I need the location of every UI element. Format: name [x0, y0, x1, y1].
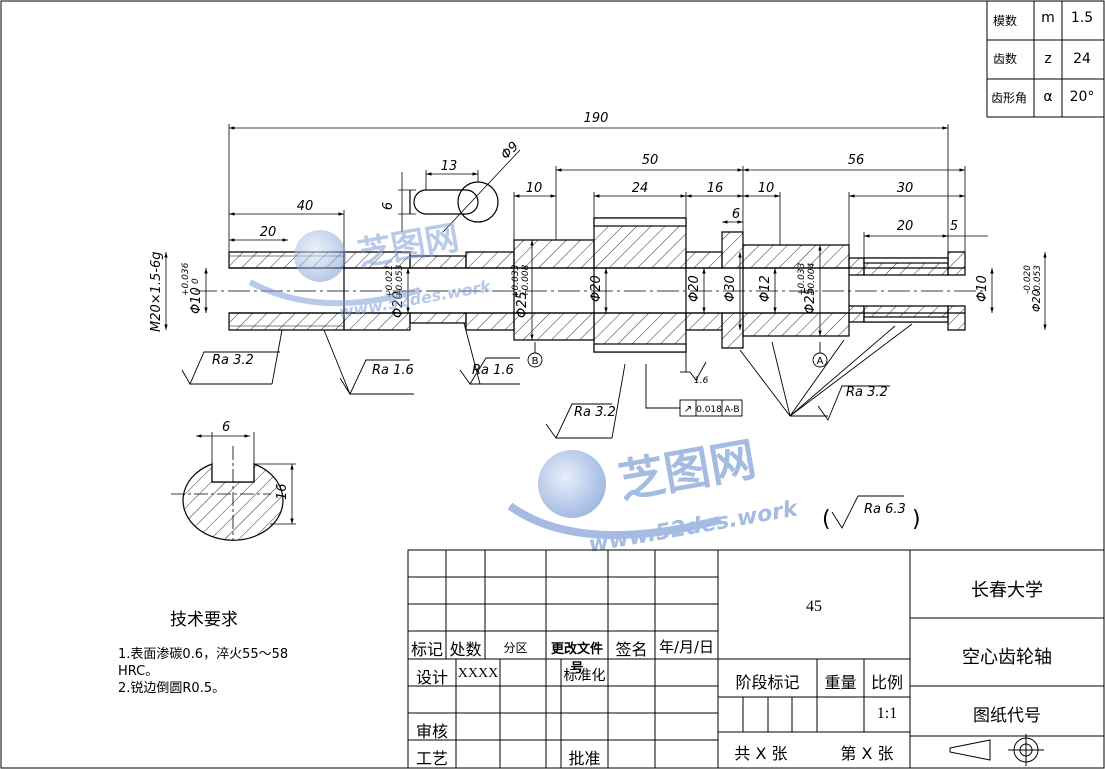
- scale-value: 1:1: [876, 705, 898, 722]
- label-scale: 比例: [870, 673, 903, 692]
- dim-bore10-tol-up: +0.036: [181, 262, 191, 296]
- gear-param-label: 齿形角: [991, 91, 1027, 105]
- sheet-number: 第 X 张: [840, 744, 894, 763]
- tolerance-symbol: ↗: [684, 404, 692, 415]
- drawing-number-label: 图纸代号: [973, 706, 1041, 726]
- roughness-callouts: [181, 322, 913, 529]
- gear-param-symbol: α: [1043, 89, 1052, 105]
- gear-param-value: 20°: [1070, 89, 1095, 105]
- roughness-general: Ra 6.3: [864, 502, 906, 517]
- paren-left: (: [822, 507, 831, 532]
- gear-param-value: 24: [1073, 51, 1091, 67]
- header-change-doc: 更改文件号: [550, 642, 603, 676]
- cross-hole-detail: [398, 181, 499, 223]
- tech-requirements-title: 技术要求: [170, 610, 238, 630]
- material-value: 45: [806, 598, 822, 615]
- gear-param-label: 齿数: [993, 51, 1017, 66]
- title-block-grid: [407, 549, 1105, 769]
- dim-phi25-b-tol-lo: +0.004: [807, 262, 817, 296]
- section-dim-6: 6: [222, 420, 230, 435]
- dim-phi25-b-tol-up: +0.033: [797, 262, 807, 296]
- header-mark: 标记: [410, 640, 443, 659]
- dim-10-b: 10: [758, 181, 775, 196]
- header-count: 处数: [449, 640, 482, 659]
- gear-param-symbol: z: [1044, 51, 1051, 67]
- dim-50: 50: [642, 153, 659, 168]
- dim-phi10-right: Φ10: [975, 275, 990, 302]
- tolerance-datum: A-B: [724, 405, 739, 415]
- keyway-section-view: 6 16: [171, 420, 296, 541]
- roughness-ra-1-6-b: Ra 1.6: [472, 363, 514, 378]
- part-name: 空心齿轮轴: [962, 647, 1052, 668]
- tolerance-value: 0.018: [696, 405, 722, 415]
- tech-requirement-line: HRC。: [118, 664, 159, 679]
- total-sheets: 共 X 张: [734, 744, 788, 763]
- label-stage-mark: 阶段标记: [735, 673, 800, 692]
- header-zone: 分区: [503, 641, 528, 655]
- dim-6-key: 6: [732, 207, 740, 222]
- gear-param-label: 模数: [993, 13, 1017, 28]
- dim-phi25-b: Φ25: [803, 287, 818, 314]
- dim-phi25: Φ25: [515, 291, 530, 318]
- roughness-small-1-6: 1.6: [694, 376, 709, 386]
- dim-phi12: Φ12: [758, 275, 773, 302]
- dim-phi20-b: Φ20: [589, 275, 604, 302]
- watermark-center: 芝图网 www.52des.work: [507, 432, 801, 558]
- dim-24: 24: [632, 181, 649, 196]
- paren-right: ): [912, 507, 921, 532]
- dim-10-a: 10: [526, 181, 543, 196]
- roughness-ra-3-2-a: Ra 3.2: [212, 353, 254, 368]
- gear-parameter-table: [986, 0, 1105, 118]
- dim-thread: M20×1.5-6g: [149, 251, 164, 332]
- university-name: 长春大学: [971, 580, 1043, 601]
- dim-phi20-right: Φ20: [1030, 289, 1043, 312]
- label-check: 审核: [415, 722, 448, 741]
- datum-b-label: B: [532, 356, 539, 367]
- header-sign: 签名: [615, 640, 648, 659]
- dim-total-length: 190: [584, 111, 609, 126]
- dim-phi20-a-tol-lo: +0.053: [395, 264, 405, 298]
- watermark-url: www.52des.work: [587, 496, 801, 558]
- dim-5: 5: [950, 219, 958, 234]
- gear-param-value: 1.5: [1071, 10, 1093, 26]
- roughness-ra-3-2-c: Ra 3.2: [846, 385, 888, 400]
- watermark-brand: 芝图网: [615, 432, 760, 509]
- dim-30: 30: [897, 181, 914, 196]
- watermark-top: 芝图网 www.52des.work: [248, 218, 494, 322]
- dim-phi9: Φ9: [498, 139, 522, 163]
- label-process: 工艺: [415, 749, 448, 768]
- dim-6-vertical: 6: [381, 202, 396, 210]
- tech-requirement-line: 2.锐边倒圆R0.5。: [118, 681, 226, 696]
- dim-40: 40: [297, 199, 314, 214]
- designer-name: XXXX: [457, 666, 499, 681]
- gear-param-symbol: m: [1041, 10, 1055, 26]
- shaft-section-view: [195, 217, 985, 353]
- dim-phi20-right-tol-up: -0.020: [1023, 265, 1033, 294]
- dim-13: 13: [441, 159, 458, 174]
- dim-phi20-a-tol-up: +0.021: [385, 265, 395, 298]
- header-date: 年/月/日: [658, 638, 715, 656]
- dim-phi20-right-tol-lo: -0.053: [1033, 265, 1043, 294]
- dim-phi25-tol-up: +0.033: [511, 264, 521, 298]
- dim-phi25-tol-lo: +0.008: [521, 264, 531, 298]
- dim-phi30: Φ30: [723, 275, 738, 302]
- section-dim-16: 16: [275, 483, 290, 500]
- roughness-ra-1-6-a: Ra 1.6: [372, 363, 414, 378]
- datum-a-label: A: [817, 356, 824, 367]
- dim-20-left: 20: [260, 225, 277, 240]
- label-standardization: 标准化: [563, 668, 606, 684]
- label-weight: 重量: [824, 673, 857, 692]
- label-design: 设计: [415, 668, 448, 687]
- label-approve: 批准: [568, 749, 601, 768]
- dim-16: 16: [707, 181, 724, 196]
- dim-20-key: 20: [897, 219, 914, 234]
- dim-phi20-c: Φ20: [687, 275, 702, 302]
- projection-symbol-icon: [949, 734, 1044, 766]
- dim-bore10: Φ10: [189, 287, 204, 314]
- dim-bore10-tol-lo: 0: [191, 278, 201, 284]
- dim-56: 56: [848, 153, 865, 168]
- tech-requirement-line: 1.表面渗碳0.6，淬火55～58: [118, 647, 289, 662]
- roughness-ra-3-2-b: Ra 3.2: [574, 405, 616, 420]
